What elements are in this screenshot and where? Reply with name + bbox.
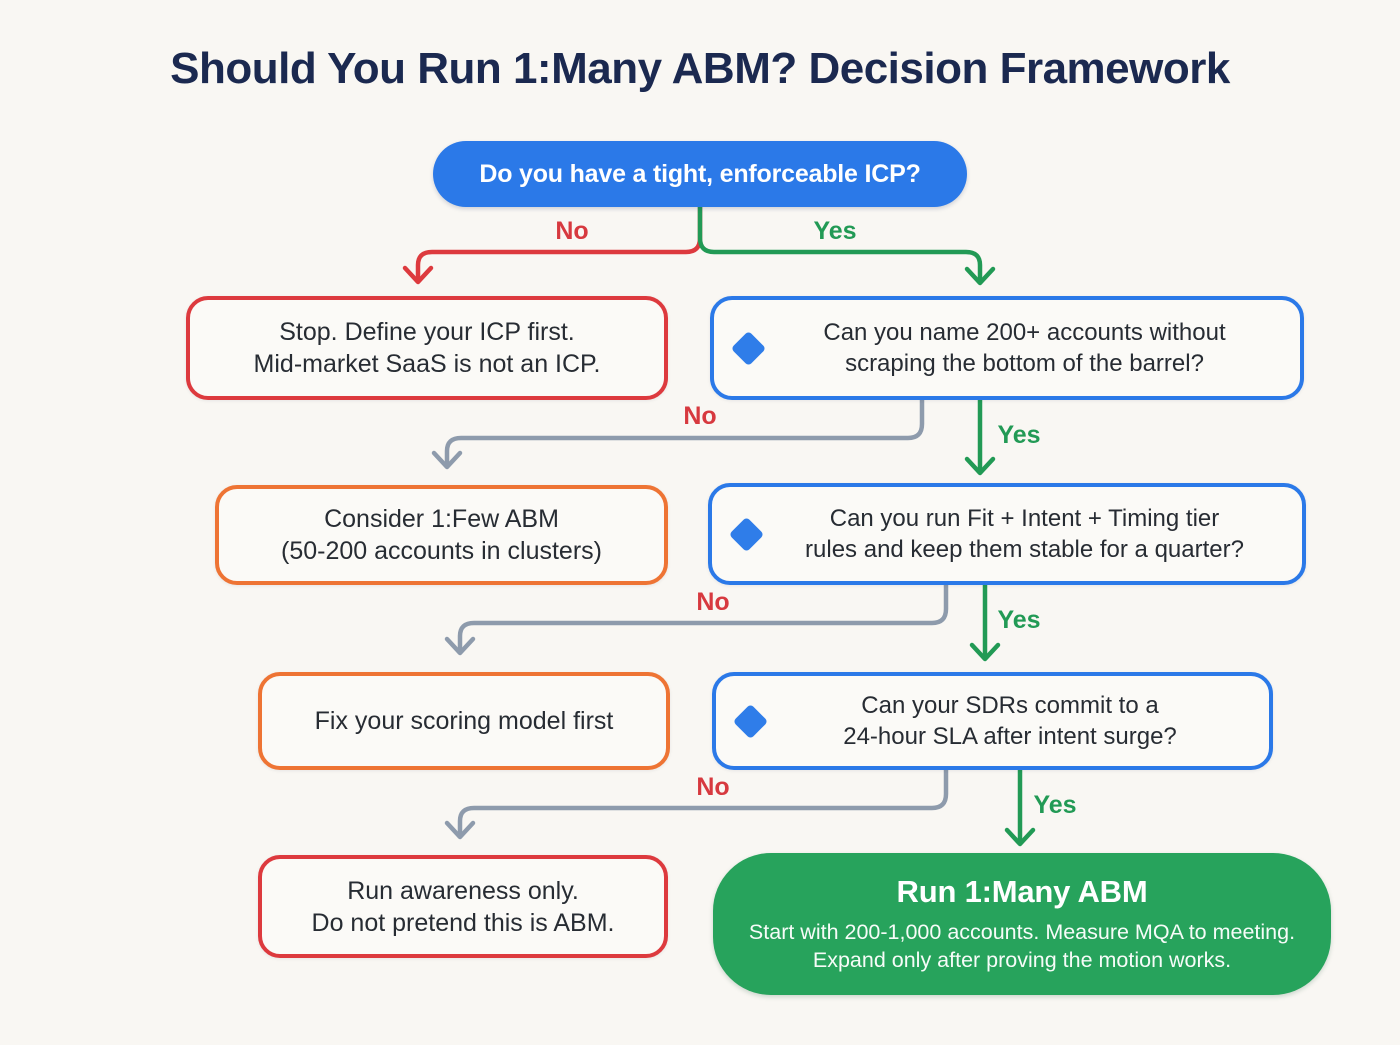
question-text: scraping the bottom of the barrel?	[845, 350, 1204, 377]
node-stop-define-icp: Stop. Define your ICP first. Mid-market …	[186, 296, 668, 400]
question-text: Can your SDRs commit to a	[861, 691, 1159, 719]
question-name-200-accounts: Can you name 200+ accounts without scrap…	[710, 296, 1304, 400]
edge-label-yes-root: Yes	[813, 217, 857, 245]
question-text: Can you run Fit + Intent + Timing tier	[829, 504, 1220, 532]
question-text: 24-hour SLA after intent surge?	[843, 723, 1177, 750]
arrowhead-no-3	[444, 820, 476, 840]
node-text: Stop. Define your ICP first.	[279, 318, 575, 346]
decision-diamond-icon	[732, 703, 769, 739]
node-text: Consider 1:Few ABM	[324, 505, 559, 533]
question-fit-intent-timing: Can you run Fit + Intent + Timing tier r…	[708, 483, 1306, 585]
node-run-awareness-only: Run awareness only. Do not pretend this …	[258, 855, 668, 958]
arrowhead-no-2	[444, 636, 476, 656]
edge-label-no-3: No	[696, 773, 730, 801]
result-subtitle: Expand only after proving the motion wor…	[812, 948, 1232, 972]
edge-label-yes-3: Yes	[1033, 791, 1077, 819]
page-title: Should You Run 1:Many ABM? Decision Fram…	[170, 44, 1230, 93]
node-text: Run awareness only.	[347, 876, 579, 905]
node-consider-1-few-abm: Consider 1:Few ABM (50-200 accounts in c…	[215, 485, 668, 585]
question-sdr-sla: Can your SDRs commit to a 24-hour SLA af…	[712, 672, 1273, 770]
decision-diamond-icon	[728, 516, 765, 552]
result-subtitle: Start with 200-1,000 accounts. Measure M…	[748, 919, 1296, 944]
result-run-1-many-abm: Run 1:Many ABM Start with 200-1,000 acco…	[713, 853, 1331, 995]
root-question-label: Do you have a tight, enforceable ICP?	[479, 159, 921, 188]
edge-no-3	[457, 759, 949, 837]
decision-diamond-icon	[730, 330, 767, 366]
node-text: Do not pretend this is ABM.	[311, 908, 615, 937]
edge-no-1	[444, 389, 925, 467]
arrowhead-yes-2	[969, 642, 1001, 662]
root-question-node: Do you have a tight, enforceable ICP?	[433, 141, 967, 207]
node-text: Fix your scoring model first	[314, 707, 614, 735]
node-fix-scoring-model: Fix your scoring model first	[258, 672, 670, 770]
edge-label-yes-2: Yes	[997, 606, 1041, 634]
edge-label-no-1: No	[683, 402, 717, 430]
node-text: (50-200 accounts in clusters)	[281, 537, 602, 565]
result-title: Run 1:Many ABM	[896, 873, 1148, 909]
question-text: rules and keep them stable for a quarter…	[805, 536, 1244, 563]
edge-label-no-2: No	[696, 588, 730, 616]
arrowhead-no-1	[431, 450, 463, 470]
arrowhead-yes-1	[964, 456, 996, 476]
edge-label-no-root: No	[555, 217, 589, 245]
arrowhead-yes-3	[1004, 827, 1036, 847]
node-text: Mid-market SaaS is not an ICP.	[253, 350, 601, 378]
edge-yes-root	[697, 204, 983, 283]
question-text: Can you name 200+ accounts without	[823, 318, 1226, 346]
edge-label-yes-1: Yes	[997, 421, 1041, 449]
arrowhead-yes-root	[964, 266, 996, 286]
edge-no-2	[457, 574, 949, 653]
arrowhead-no-root	[402, 265, 434, 285]
